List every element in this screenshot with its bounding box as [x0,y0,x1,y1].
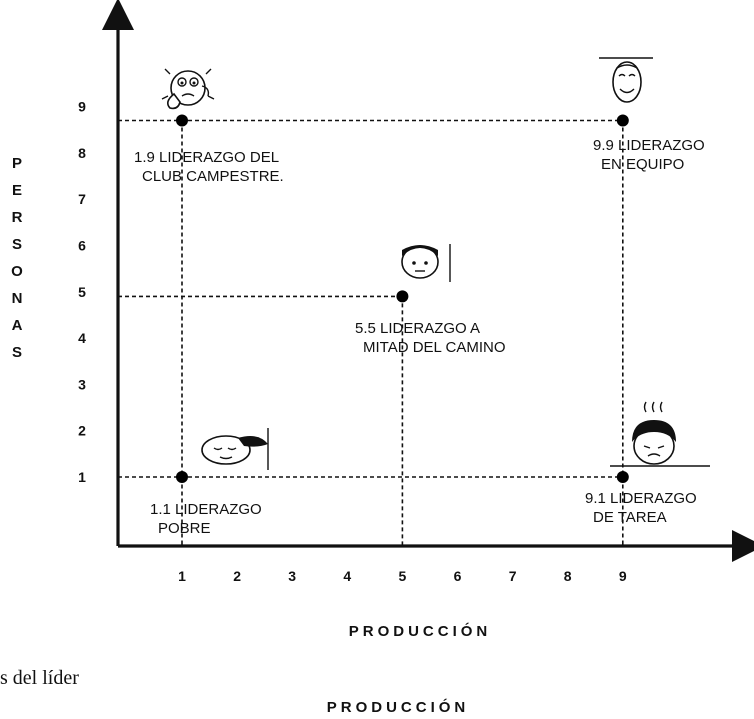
grid-point-label: 1.9 LIDERAZGO DEL [134,149,279,166]
y-tick-label: 9 [78,99,86,115]
grid-point-label: 5.5 LIDERAZGO A [355,320,480,337]
grid-point-label: 9.1 LIDERAZGO [585,490,697,507]
x-tick-label: 8 [564,568,572,584]
grid-point-label: POBRE [158,520,211,537]
grid-point-label: EN EQUIPO [601,156,684,173]
y-axis-label-letter: S [12,236,22,253]
x-tick-label: 3 [288,568,296,584]
caption-fragment: s del líder [0,667,79,689]
x-tick-label: 5 [399,568,407,584]
y-tick-label: 2 [78,423,86,439]
x-tick-label: 4 [343,568,351,584]
smiling-face-icon [599,57,653,103]
grid-point-label: 1.1 LIDERAZGO [150,501,262,518]
y-axis-label-letter: P [12,155,22,172]
y-tick-labels: 1 2 3 4 5 6 7 8 9 [78,99,86,485]
neutral-face-icon [401,244,451,282]
y-tick-label: 6 [78,238,86,254]
guide-lines [118,119,624,546]
x-tick-label: 1 [178,568,186,584]
sleeping-face-icon [201,428,269,470]
y-axis-label-letter: N [12,290,23,307]
y-tick-label: 4 [78,330,86,346]
grid-points: 1.1 LIDERAZGO POBRE 1.9 LIDERAZGO DEL CLUB … [134,114,705,537]
grid-point-p19 [176,114,188,127]
grid-point-p55 [396,290,409,303]
x-tick-label: 7 [509,568,517,584]
grid-point-p11 [176,471,188,483]
x-tick-label: 2 [233,568,241,584]
y-tick-label: 5 [78,284,86,300]
grid-point-label: 9.9 LIDERAZGO [593,137,705,154]
x-tick-label: 6 [454,568,462,584]
grid-point-label: CLUB CAMPESTRE. [142,168,284,185]
y-axis-label-letter: E [12,182,22,199]
stressed-face-icon [610,401,710,467]
worried-face-icon [161,68,215,110]
y-axis-label-letter: O [11,263,23,280]
grid-point-label: DE TAREA [593,509,667,526]
grid-point-label: MITAD DEL CAMINO [363,339,506,356]
repeated-axis-label: PRODUCCIÓN [327,698,470,716]
grid-point-p99 [616,114,629,127]
y-axis-label-letter: S [12,344,22,361]
x-axis-label: PRODUCCIÓN [349,622,492,640]
y-tick-label: 1 [78,469,86,485]
x-tick-labels: 1 2 3 4 5 6 7 8 9 [178,568,627,584]
y-axis-label-letter: R [12,209,23,226]
grid-point-p91 [616,471,629,483]
x-tick-label: 9 [619,568,627,584]
y-tick-label: 7 [78,191,86,207]
y-tick-label: 3 [78,376,86,392]
y-axis-label-letter: A [12,317,23,334]
y-tick-label: 8 [78,145,86,161]
